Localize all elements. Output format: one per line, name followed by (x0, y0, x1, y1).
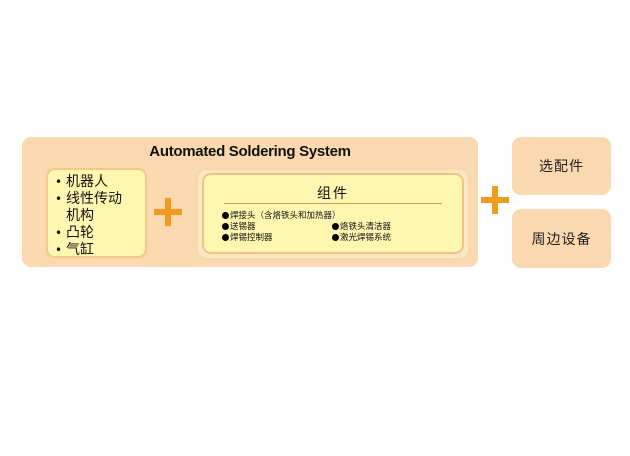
list-item: •机器人 (54, 174, 145, 191)
list-item-label: 凸轮 (66, 225, 94, 241)
component-label: 烙铁头清洁器 (340, 222, 392, 232)
component-item: 焊锡控制器 (222, 233, 273, 243)
component-label: 焊接头（含烙铁头和加热器） (230, 211, 341, 221)
components-box: 组件 焊接头（含烙铁头和加热器） 送锡器 烙铁头清洁器 焊锡控制器 激光焊锡系统 (196, 168, 470, 260)
mechanism-list: •机器人 •线性传​动机构 •凸轮 •气缸 (48, 170, 145, 259)
motion-mechanism-box: •机器人 •线性传​动机构 •凸轮 •气缸 (46, 168, 147, 258)
main-system-panel: Automated Soldering System •机器人 •线性传​动机构… (22, 137, 478, 267)
component-label: 送锡器 (230, 222, 256, 232)
list-item-label: 气缸 (66, 242, 94, 258)
bullet-icon: • (55, 243, 63, 257)
bullet-dot-icon (222, 212, 229, 219)
component-label: 激光焊锡系统 (340, 233, 392, 243)
bullet-icon: • (55, 226, 63, 240)
list-item: •气缸 (54, 242, 145, 259)
options-box: 选配件 (512, 137, 611, 195)
component-label: 焊锡控制器 (230, 233, 273, 243)
bullet-dot-icon (222, 223, 229, 230)
component-item: 烙铁头清洁器 (332, 222, 391, 232)
list-item-label: 机器人 (66, 174, 108, 190)
components-inner: 组件 焊接头（含烙铁头和加热器） 送锡器 烙铁头清洁器 焊锡控制器 激光焊锡系统 (202, 173, 464, 254)
title-divider (224, 203, 442, 204)
bullet-icon: • (55, 175, 63, 189)
bullet-dot-icon (332, 234, 339, 241)
peripherals-label: 周边设备 (531, 231, 592, 248)
components-title: 组件 (317, 186, 349, 202)
component-item: 激光焊锡系统 (332, 233, 391, 243)
list-item: •凸轮 (54, 225, 145, 242)
bullet-dot-icon (332, 223, 339, 230)
plus-icon (154, 198, 182, 226)
peripherals-box: 周边设备 (512, 209, 611, 268)
options-label: 选配件 (539, 159, 584, 175)
bullet-icon: • (55, 192, 63, 206)
list-item-label: 线性传​动机构 (66, 191, 122, 224)
system-title: Automated Soldering System (149, 143, 351, 160)
component-item: 送锡器 (222, 222, 256, 232)
list-item: •线性传​动机构 (54, 191, 145, 225)
component-item: 焊接头（含烙铁头和加热器） (222, 211, 341, 221)
plus-icon (481, 186, 509, 214)
bullet-dot-icon (222, 234, 229, 241)
